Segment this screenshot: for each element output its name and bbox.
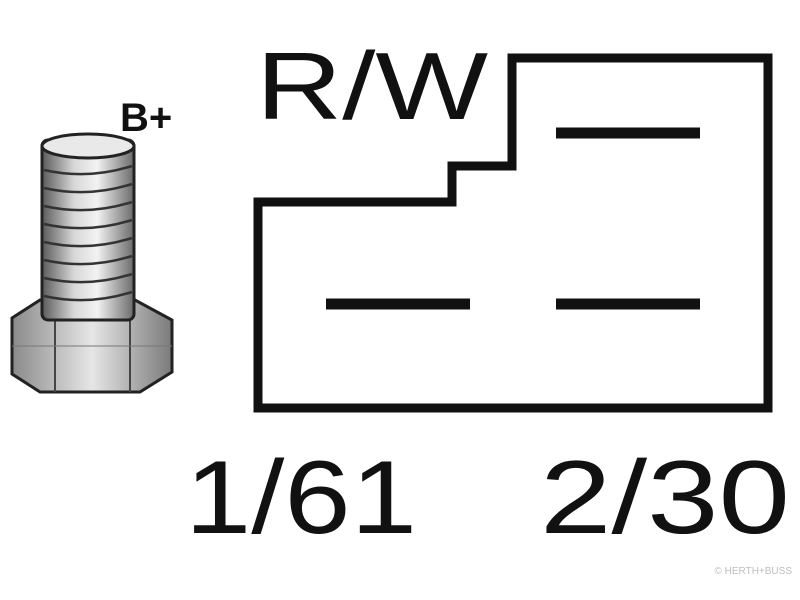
pin-right-label: 2/30 <box>540 440 790 556</box>
connector-housing-outline <box>253 53 773 413</box>
watermark-text: © HERTH+BUSS <box>715 566 793 577</box>
bolt-shaft <box>40 138 136 322</box>
pin-left-label: 1/61 <box>185 440 417 556</box>
connector-code-label: R/W <box>256 33 488 140</box>
terminal-label: B+ <box>120 96 172 140</box>
bolt-top <box>40 132 136 160</box>
bolt-threads <box>43 164 133 302</box>
terminal-bolt-icon <box>10 132 174 394</box>
